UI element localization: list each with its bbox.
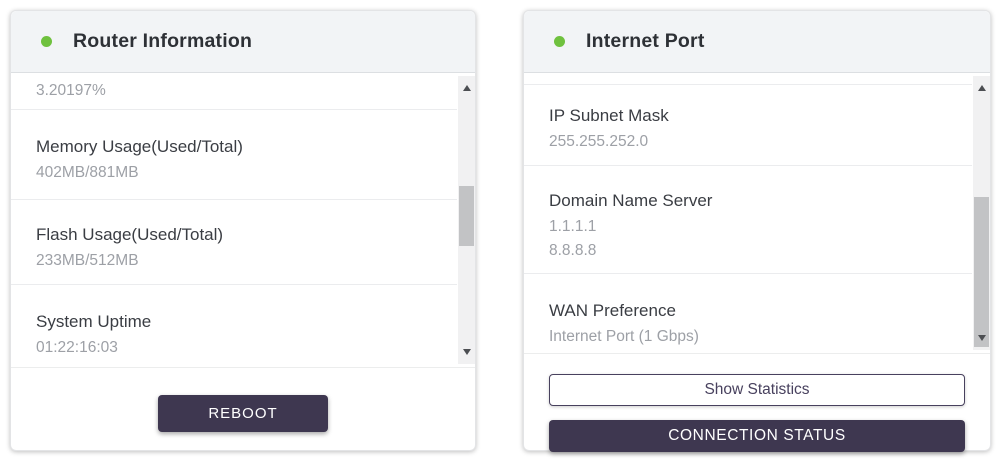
ip-subnet-mask-value: 255.255.252.0 bbox=[549, 133, 649, 151]
router-card-header: Router Information bbox=[11, 11, 475, 73]
scroll-down-icon[interactable] bbox=[462, 349, 471, 355]
memory-usage-label: Memory Usage(Used/Total) bbox=[36, 137, 243, 156]
internet-list-scrollbar[interactable] bbox=[973, 76, 990, 350]
internet-card-title: Internet Port bbox=[586, 30, 705, 52]
flash-usage-item: Flash Usage(Used/Total) 233MB/512MB bbox=[11, 200, 457, 285]
ip-subnet-mask-item: IP Subnet Mask 255.255.252.0 bbox=[524, 85, 972, 166]
memory-usage-value: 402MB/881MB bbox=[36, 164, 139, 182]
ip-subnet-mask-label: IP Subnet Mask bbox=[549, 106, 669, 125]
scrollbar-thumb[interactable] bbox=[459, 186, 474, 246]
dns-value-secondary: 8.8.8.8 bbox=[549, 241, 597, 259]
router-information-card: Router Information 3.20197% Memory Usage… bbox=[10, 10, 476, 451]
system-uptime-item: System Uptime 01:22:16:03 bbox=[11, 285, 457, 367]
scroll-down-icon[interactable] bbox=[977, 335, 986, 341]
show-statistics-button[interactable]: Show Statistics bbox=[549, 374, 965, 406]
system-uptime-value: 01:22:16:03 bbox=[36, 339, 118, 357]
router-info-list[interactable]: 3.20197% Memory Usage(Used/Total) 402MB/… bbox=[11, 73, 475, 368]
dns-item: Domain Name Server 1.1.1.1 8.8.8.8 bbox=[524, 166, 972, 274]
status-dot-icon bbox=[41, 36, 52, 47]
system-uptime-label: System Uptime bbox=[36, 312, 152, 331]
scroll-up-icon[interactable] bbox=[462, 85, 471, 91]
internet-card-header: Internet Port bbox=[524, 11, 990, 73]
connection-status-button[interactable]: CONNECTION STATUS bbox=[549, 420, 965, 452]
flash-usage-value: 233MB/512MB bbox=[36, 252, 139, 270]
internet-card-footer: Show Statistics CONNECTION STATUS bbox=[524, 354, 990, 452]
status-dot-icon bbox=[554, 36, 565, 47]
router-card-title: Router Information bbox=[73, 30, 253, 52]
cpu-usage-item: 3.20197% bbox=[11, 73, 457, 110]
dns-value-primary: 1.1.1.1 bbox=[549, 218, 597, 236]
reboot-button[interactable]: REBOOT bbox=[158, 394, 328, 432]
internet-port-list[interactable]: IP Subnet Mask 255.255.252.0 Domain Name… bbox=[524, 73, 990, 354]
wan-preference-item: WAN Preference Internet Port (1 Gbps) bbox=[524, 274, 972, 353]
cpu-usage-value: 3.20197% bbox=[36, 81, 106, 99]
router-card-footer: REBOOT bbox=[11, 368, 475, 450]
scrollbar-thumb[interactable] bbox=[974, 197, 989, 347]
internet-port-card: Internet Port IP Subnet Mask 255.255.252… bbox=[523, 10, 991, 452]
scroll-up-icon[interactable] bbox=[977, 85, 986, 91]
memory-usage-item: Memory Usage(Used/Total) 402MB/881MB bbox=[11, 110, 457, 200]
router-list-scrollbar[interactable] bbox=[458, 76, 475, 364]
flash-usage-label: Flash Usage(Used/Total) bbox=[36, 225, 224, 244]
wan-preference-value: Internet Port (1 Gbps) bbox=[549, 328, 699, 346]
dns-label: Domain Name Server bbox=[549, 191, 713, 210]
wan-preference-label: WAN Preference bbox=[549, 301, 676, 320]
partial-item-edge bbox=[524, 73, 972, 85]
